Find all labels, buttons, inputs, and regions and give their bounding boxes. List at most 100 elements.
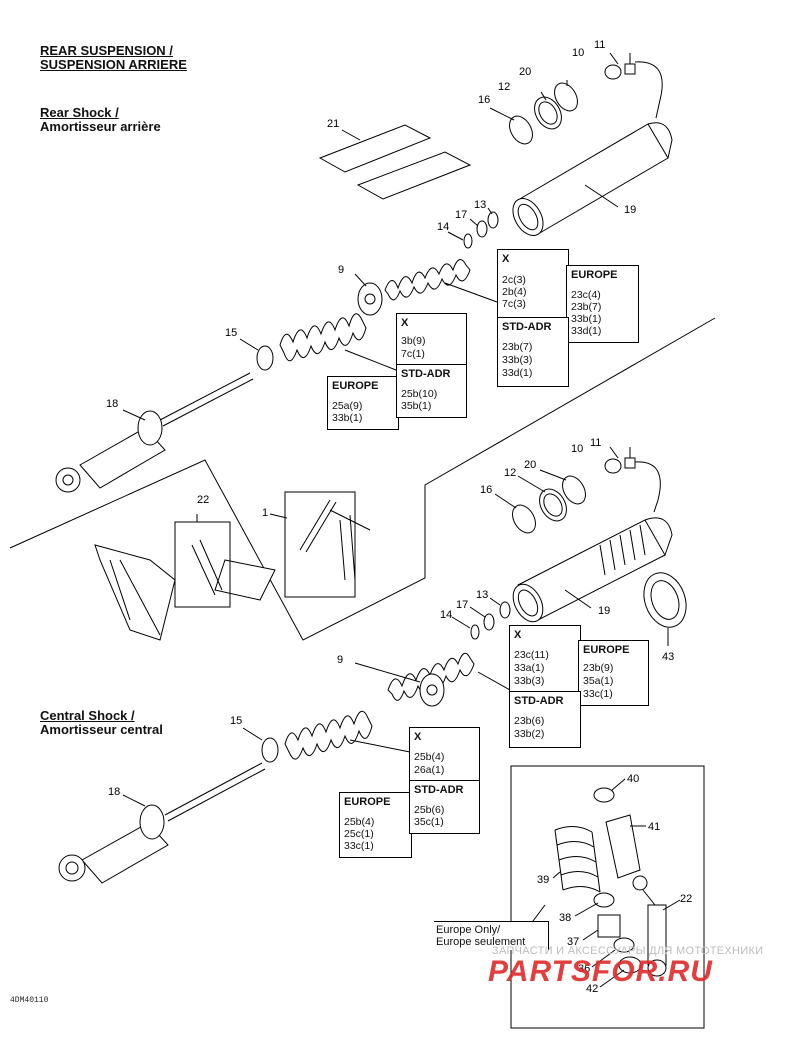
central-main-spring [284,710,373,760]
central-shock-body [58,762,266,884]
callout: 14 [437,221,449,233]
table-title: EUROPE [332,380,379,392]
rear-reservoir [512,122,673,236]
table-line: 35b(1) [401,400,432,412]
central-cap [604,458,622,474]
table-line: 35a(1) [583,675,614,687]
title-fr: SUSPENSION ARRIERE [40,57,187,72]
callout: 41 [648,821,660,833]
table-line: 25c(1) [344,828,374,840]
table-line: 33d(1) [571,325,602,337]
table-line: 23b(7) [502,341,533,353]
rear-oring-16 [509,115,533,145]
table-title: EUROPE [583,644,630,656]
table-line: 33b(3) [514,675,545,687]
callout: 39 [537,874,549,886]
central-lower-europe-table: EUROPE 25b(4) 25c(1) 33c(1) [339,792,412,858]
figure-code: 4DM40110 [10,996,49,1005]
central-fitting [624,457,636,469]
central-lower-x-table: X 25b(4) 26a(1) [409,727,480,783]
table-line: 33a(1) [514,662,545,674]
callout: 43 [662,651,674,663]
rear-washer-17 [476,220,488,238]
callout: 18 [108,786,120,798]
table-line: 33b(1) [571,313,602,325]
table-line: 2b(4) [502,286,527,298]
kit-card-1 [318,124,432,173]
table-line: 25b(10) [401,388,438,400]
central-upper-x-table: X 23c(11) 33a(1) 33b(3) [509,625,581,694]
table-line: 23c(4) [571,289,601,301]
inset-shock-22 [632,875,667,977]
inset-washer-38 [593,892,615,908]
callout: 16 [478,94,490,106]
table-line: 33b(1) [332,412,363,424]
table-line: 7c(1) [401,348,425,360]
table-title: X [514,629,522,641]
table-line: 33d(1) [502,367,533,379]
rear-upper-x-table: X 2c(3) 2b(4) 7c(3) [497,249,569,320]
table-title: STD-ADR [502,321,552,333]
callout: 36 [578,963,590,975]
table-title: X [401,317,409,329]
callout: 22 [680,893,692,905]
callout: 19 [598,605,610,617]
table-line: 33b(2) [514,728,545,740]
central-upper-std-table: STD-ADR 23b(6) 33b(2) [509,691,581,748]
rear-seal-12 [534,96,562,130]
table-title: STD-ADR [514,695,564,707]
callout: 13 [474,199,486,211]
rear-lower-europe-table: EUROPE 25a(9) 33b(1) [327,376,399,430]
callout: 11 [594,39,605,51]
callout: 13 [476,589,488,601]
table-line: 23b(6) [514,715,545,727]
callout: 17 [456,599,468,611]
rear-upper-std-table: STD-ADR 23b(7) 33b(3) 33d(1) [497,317,569,387]
watermark-text: ЗАПЧАСТИ И АКСЕССУАРЫ ДЛЯ МОТОТЕХНИКИ [492,945,764,957]
inset-sleeve-41 [605,814,641,879]
callout: 1 [262,507,268,519]
callout: 10 [571,443,583,455]
section-divider [9,317,716,641]
kit-card-2 [356,151,472,200]
title-en: REAR SUSPENSION / [40,43,173,58]
callout: 9 [338,264,344,276]
rear-adjuster-9 [357,282,383,316]
central-washer-17 [483,613,495,631]
central-shock-en: Central Shock / [40,708,135,723]
callout: 14 [440,609,452,621]
rear-upper-europe-table: EUROPE 23c(4) 23b(7) 33b(1) 33d(1) [566,265,639,343]
inset-box [510,765,705,1029]
callout: 12 [498,81,510,93]
central-nut-43 [643,572,687,628]
table-line: 2c(3) [502,274,526,286]
rear-small-spring [384,259,471,301]
callout: 37 [567,936,579,948]
rear-washer-15 [256,345,274,371]
note-line-2: Europe seulement [436,936,526,948]
central-reservoir [512,517,673,623]
rear-washer-14 [463,233,473,249]
table-line: 23c(11) [514,649,549,661]
table-line: 23b(7) [571,301,602,313]
central-oring-16 [512,504,536,534]
table-line: 33b(3) [502,354,533,366]
central-shock-fr: Amortisseur central [40,722,163,737]
callout: 11 [590,437,601,449]
central-seal-12 [539,488,567,522]
central-washer-13 [499,601,511,619]
central-shock-heading: Central Shock / Amortisseur central [40,709,163,737]
callout: 9 [337,654,343,666]
callout: 19 [624,204,636,216]
callout: 16 [480,484,492,496]
inset-ring-42 [618,956,642,974]
callout: 22 [197,494,209,506]
callout: 12 [504,467,516,479]
table-title: X [414,731,422,743]
rear-shock-heading: Rear Shock / Amortisseur arrière [40,106,161,134]
central-upper-europe-table: EUROPE 23b(9) 35a(1) 33c(1) [578,640,649,706]
watermark-logo: PARTSFOR.RU [488,955,713,988]
central-lower-std-table: STD-ADR 25b(6) 35c(1) [409,780,480,834]
inset-spring-39 [554,826,601,893]
